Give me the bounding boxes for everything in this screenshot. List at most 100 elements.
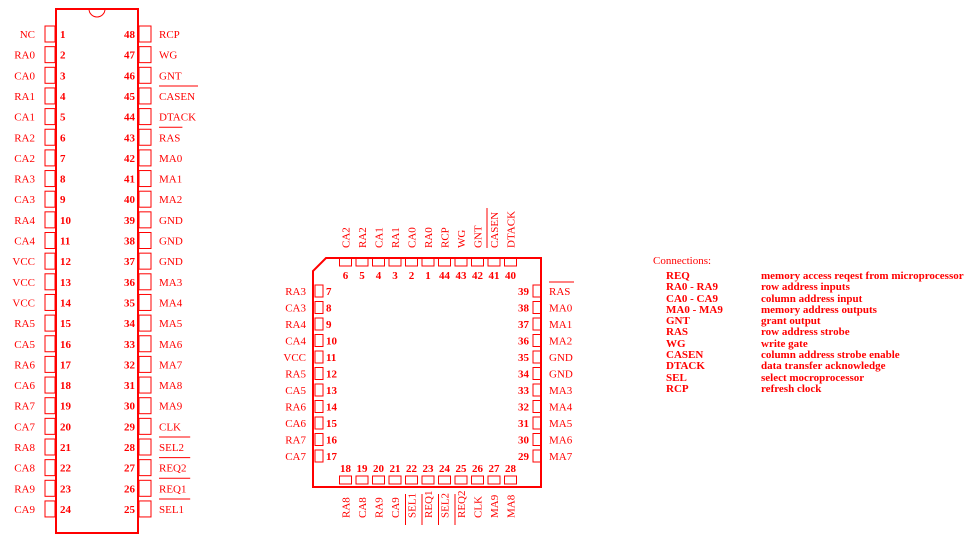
pin-number: 14	[60, 297, 72, 309]
pin-label: CA2	[341, 227, 353, 248]
pin-label: CA3	[14, 194, 35, 206]
pin-pad	[44, 190, 56, 208]
pin-pad	[532, 367, 542, 380]
pin-label: RA7	[14, 401, 35, 413]
pin-number: 36	[518, 336, 530, 348]
legend-description: write gate	[761, 337, 808, 350]
pin-number: 5	[60, 112, 66, 124]
pin-label: GND	[159, 236, 183, 248]
pin-pad	[44, 500, 56, 518]
pin-number: 38	[518, 303, 530, 315]
pin-label: CA8	[357, 497, 369, 518]
pin-label: CA9	[14, 504, 35, 516]
pin-pad	[405, 475, 418, 485]
pin-number: 9	[326, 319, 332, 331]
pin-number: 48	[124, 29, 136, 41]
legend-title: Connections:	[653, 255, 712, 267]
pin-pad	[372, 257, 385, 267]
plcc44-package: 6CA25RA24CA13RA12CA01RA044RCP43WG42GNT41…	[283, 208, 574, 525]
pin-number: 35	[518, 352, 530, 364]
pin-label: MA6	[159, 339, 183, 351]
pin-pad	[532, 449, 542, 463]
pin-pad	[532, 284, 542, 298]
legend-description: refresh clock	[761, 382, 822, 395]
pin-pad	[138, 66, 152, 84]
pin-number: 11	[60, 236, 70, 248]
pin-number: 19	[60, 401, 72, 413]
pin-number: 20	[60, 421, 72, 433]
pin-label: CA7	[285, 451, 306, 463]
pin-label: REQ1	[159, 483, 187, 495]
pin-number: 35	[124, 297, 136, 309]
pin-pad	[138, 25, 152, 43]
pin-pad	[471, 475, 484, 485]
pin-pad	[314, 433, 324, 446]
pin-number: 13	[60, 277, 72, 289]
pin-number: 40	[124, 194, 136, 206]
pin-label: SEL1	[407, 493, 419, 518]
pin-pad	[138, 128, 152, 146]
pin-number: 31	[518, 418, 529, 430]
legend-signal: WG	[666, 337, 686, 350]
pin-label: RA3	[14, 174, 35, 186]
legend-description: column address input	[761, 292, 863, 305]
pin-pad	[138, 273, 152, 291]
pin-label: GND	[549, 352, 573, 364]
pin-label: RA1	[390, 227, 402, 248]
pin-label: MA4	[159, 297, 183, 309]
legend-signal: REQ	[666, 270, 690, 282]
pin-label: RA6	[14, 359, 35, 371]
pin-pad	[314, 284, 324, 298]
pin-number: 30	[518, 435, 530, 447]
pin-number: 7	[60, 153, 66, 165]
pin-number: 28	[124, 442, 136, 454]
pin-number: 47	[124, 50, 136, 62]
pin-label: RA5	[14, 318, 35, 330]
pin-label: RA7	[285, 435, 306, 447]
legend-description: row address inputs	[761, 281, 850, 294]
pin-number: 41	[489, 270, 500, 282]
legend-description: row address strobe	[761, 326, 850, 339]
pin-label: RA9	[14, 483, 35, 495]
pin-label: GND	[549, 369, 573, 381]
legend-signal: RAS	[666, 326, 689, 339]
pin-label: WG	[456, 230, 468, 248]
pin-label: MA3	[549, 385, 573, 397]
pin-pad	[138, 417, 152, 435]
pin-number: 8	[326, 303, 332, 315]
pin-label: RA3	[285, 286, 306, 298]
legend-signal: GNT	[666, 315, 690, 328]
pin-pad	[504, 475, 517, 485]
pin-19: RA7 19	[14, 397, 72, 415]
pin-pad	[314, 449, 324, 463]
pin-pad	[532, 433, 542, 446]
